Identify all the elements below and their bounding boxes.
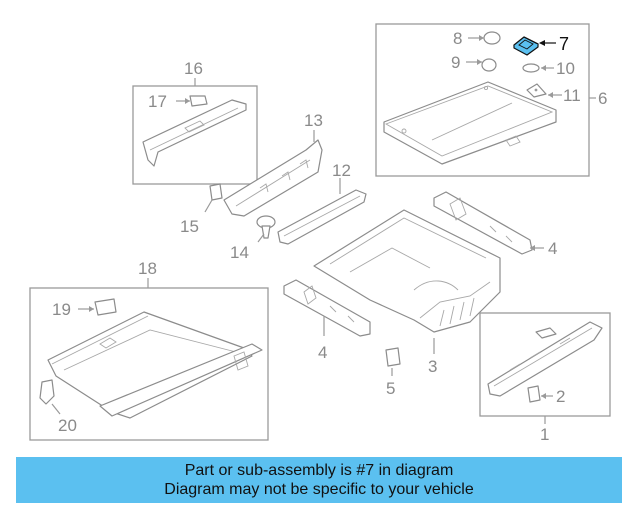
banner-line-2: Diagram may not be specific to your vehi…: [164, 481, 474, 498]
assembly-16-group: 16 17: [132, 59, 258, 185]
callout-18: 18: [138, 259, 157, 278]
clip-15: [209, 183, 223, 201]
fastener-14-group: 14: [230, 215, 276, 262]
callout-17: 17: [148, 92, 167, 111]
floor-pan-3: [313, 209, 501, 333]
callout-9: 9: [451, 53, 460, 72]
scuff-plate: [487, 321, 603, 397]
callout-14: 14: [230, 243, 249, 262]
callout-20: 20: [58, 416, 77, 435]
rail-12: [277, 189, 367, 245]
assembly-1-group: 1 2: [479, 312, 611, 444]
assembly-18-box: [29, 287, 269, 441]
callout-1: 1: [540, 425, 549, 444]
callout-13: 13: [304, 111, 323, 130]
assembly-18-group: 18 19 20: [29, 259, 269, 441]
assembly-6-group: 6 8 9 7 10 11: [375, 23, 607, 177]
callout-8: 8: [453, 29, 462, 48]
clip-17: [189, 95, 208, 107]
side-rail-4-left: [283, 279, 371, 337]
callout-16: 16: [184, 59, 203, 78]
callout-4-left: 4: [318, 343, 327, 362]
callout-6: 6: [598, 89, 607, 108]
plug-9: [481, 58, 497, 72]
callout-2: 2: [556, 387, 565, 406]
callout-5: 5: [386, 379, 395, 398]
callout-11: 11: [563, 86, 581, 105]
hook-20: [39, 379, 55, 405]
parts-diagram: 16 17 6 8 9 7: [29, 23, 611, 444]
rail-12-group: 12: [277, 161, 367, 245]
callout-15: 15: [180, 217, 199, 236]
cap-8: [483, 31, 501, 45]
callout-3: 3: [428, 357, 437, 376]
assembly-6-box: [375, 23, 590, 177]
callout-12: 12: [332, 161, 351, 180]
callout-10: 10: [556, 59, 575, 78]
clip-15-group: 15: [180, 183, 223, 236]
bracket-13: [223, 139, 323, 217]
rail-4-right-group: 4: [433, 191, 557, 258]
washer-10: [522, 63, 540, 73]
callout-4-right: 4: [548, 239, 557, 258]
info-banner: Part or sub-assembly is #7 in diagram Di…: [16, 457, 622, 503]
rail-4-left-group: 4: [283, 279, 371, 362]
tonneau-cover: [47, 311, 253, 419]
side-rail-4-right: [433, 191, 533, 255]
cargo-floor-board: [383, 81, 557, 165]
callout-19: 19: [52, 300, 71, 319]
floor-pan-3-group: 3: [313, 209, 501, 376]
clip-2: [527, 385, 541, 403]
callout-7: 7: [559, 34, 569, 54]
pad-19: [94, 298, 117, 316]
banner-line-1: Part or sub-assembly is #7 in diagram: [184, 462, 454, 479]
clip-5-group: 5: [385, 347, 401, 398]
clip-5: [385, 347, 401, 367]
bracket-13-group: 13: [223, 111, 323, 217]
